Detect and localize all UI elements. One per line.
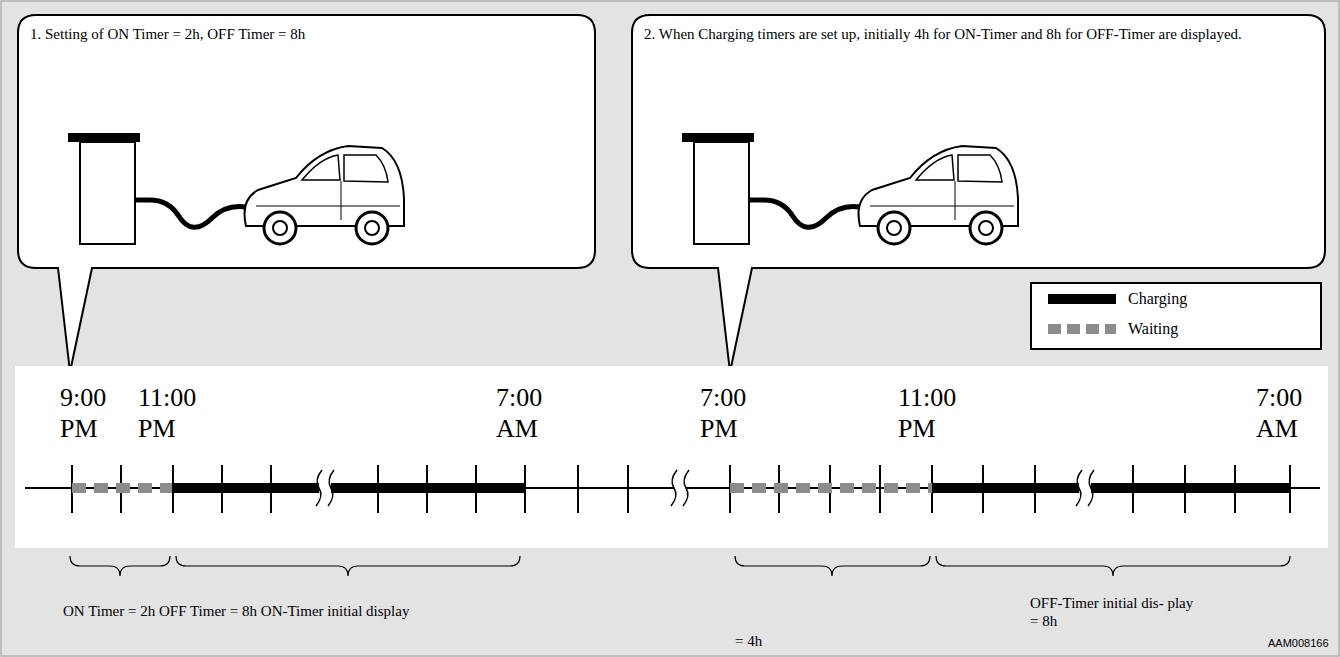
legend-box: ChargingWaiting <box>1030 282 1322 350</box>
timer-note: = 4h <box>735 632 762 650</box>
tick-mark <box>627 465 629 513</box>
break-mark <box>1076 470 1082 506</box>
break-mark <box>671 470 677 506</box>
legend-text: Waiting <box>1128 320 1178 338</box>
timer-note: OFF-Timer initial dis- play = 8h <box>1030 594 1195 630</box>
break-mark <box>328 470 334 506</box>
callout-text: 1. Setting of ON Timer = 2h, OFF Timer =… <box>18 15 595 43</box>
tick-mark <box>577 465 579 513</box>
tick-mark <box>879 465 881 513</box>
callout-bubble: 2. When Charging timers are set up, init… <box>632 15 1325 43</box>
time-label: 7:00 AM <box>1256 382 1302 444</box>
break-mark <box>316 470 322 506</box>
callout-text: 2. When Charging timers are set up, init… <box>632 15 1325 43</box>
time-label: 11:00 PM <box>898 382 956 444</box>
legend-swatch <box>1048 324 1116 334</box>
legend-swatch <box>1048 294 1116 304</box>
break-mark <box>1088 470 1094 506</box>
legend-text: Charging <box>1128 290 1187 308</box>
time-label: 9:00 PM <box>60 382 106 444</box>
break-mark <box>683 470 689 506</box>
figure-code: AAM008166 <box>1268 637 1329 649</box>
timer-note: ON Timer = 2h OFF Timer = 8h ON-Timer in… <box>63 602 409 620</box>
time-label: 11:00 PM <box>138 382 196 444</box>
callout-bubble: 1. Setting of ON Timer = 2h, OFF Timer =… <box>18 15 595 43</box>
time-label: 7:00 AM <box>496 382 542 444</box>
time-label: 7:00 PM <box>700 382 746 444</box>
